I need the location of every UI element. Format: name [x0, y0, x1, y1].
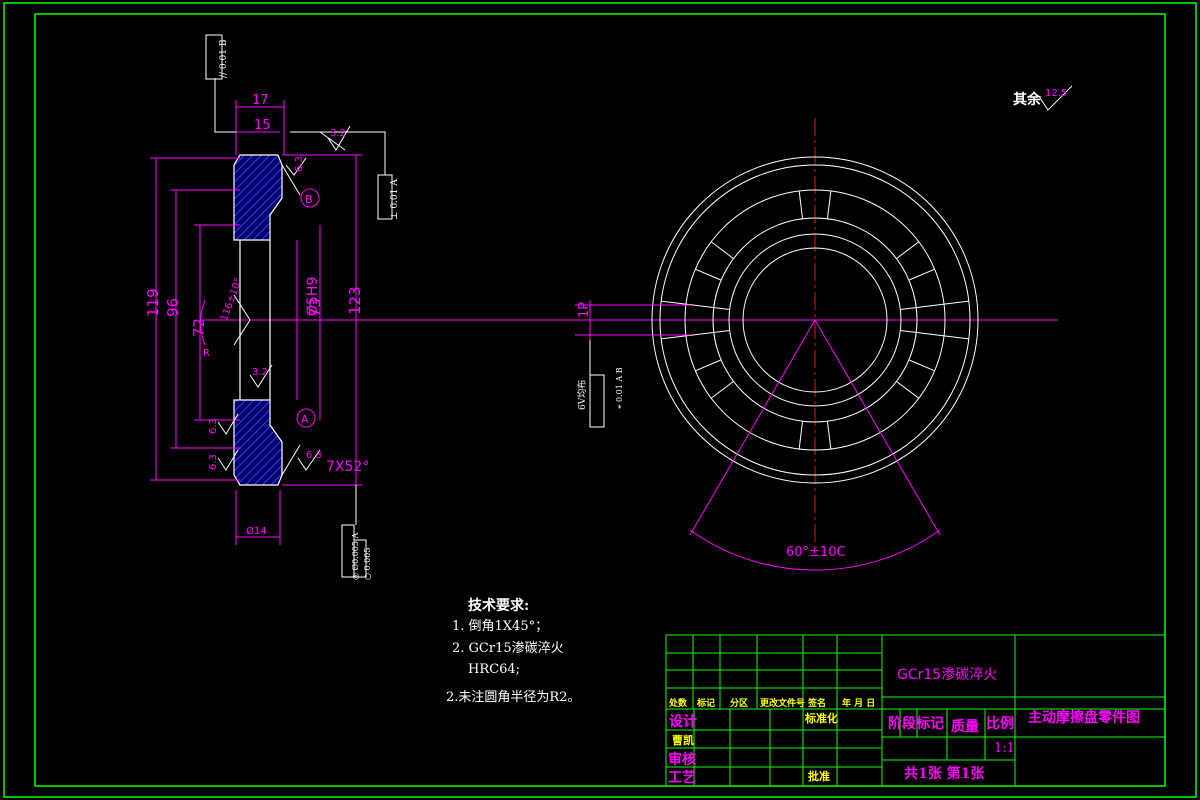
tol-top: // 0.01 B: [219, 39, 229, 78]
dim-119: 119: [144, 288, 162, 317]
hdr-biaoji: 标记: [696, 697, 715, 709]
rough-63a: 6.3: [294, 156, 305, 172]
rough-32: 3.2: [252, 367, 268, 378]
lbl-approve: 批准: [808, 769, 830, 783]
outer-circle: [651, 156, 979, 484]
lbl-designer: 曹凯: [672, 733, 694, 747]
title-block: GCr15渗碳淬火 主动摩擦盘零件图 处数 标记 分区 更改文件号 签名 年 月…: [665, 634, 1166, 787]
tech-line3: HRC64;: [468, 662, 520, 677]
angle-label: 60°±10C: [786, 545, 846, 560]
slot-line: [826, 190, 832, 219]
slot-line: [710, 241, 734, 260]
tech-line1: 1. 倒角1X45°；: [452, 619, 548, 634]
slot-line: [896, 241, 920, 260]
slot-line: [798, 190, 804, 219]
hdr-zone: 分区: [730, 697, 748, 709]
front-view: 1P ⌖ 0.01 A B 6V均布 60°±10C: [575, 118, 979, 571]
tol-bottom-2: ○ 0.005: [363, 548, 372, 580]
cone-notch: [233, 294, 251, 346]
hole-line: [661, 300, 730, 311]
slot-line: [798, 421, 804, 450]
front-tol-note: 6V均布: [576, 380, 588, 410]
hdr-date: 年 月 日: [842, 697, 875, 709]
tol-frame-right: [377, 174, 393, 220]
section-view: 17 15 119 96 72 Ø5H9 73 123 116±10° R 7X…: [144, 34, 1073, 580]
slot-outer: [684, 189, 946, 451]
slot-line: [896, 380, 920, 399]
tol-frame-bottom-2: [353, 539, 367, 578]
surface-note-label: 其余: [1013, 91, 1042, 108]
rough-63d: 6.3: [306, 450, 322, 461]
angle-arc: [200, 299, 206, 346]
tech-line2: 2. GCr15渗碳淬火: [452, 641, 564, 656]
dim-73: 73: [306, 298, 324, 317]
hdr-mark: 处数: [668, 697, 688, 709]
tol-frame-top: [205, 34, 223, 80]
hdr-doc: 更改文件号: [760, 697, 805, 709]
chamfer-note: 7X52°: [326, 459, 369, 475]
slot-line: [710, 380, 734, 399]
lbl-mass: 质量: [951, 718, 979, 735]
tech-title: 技术要求:: [468, 597, 529, 614]
rough-top: 3.2: [330, 128, 346, 139]
lbl-sheets: 共1张 第1张: [904, 765, 985, 782]
rough-63b: 6.3: [208, 418, 219, 434]
slot-line: [908, 268, 935, 281]
dim-r: R: [203, 348, 210, 359]
dim-72: 72: [190, 318, 208, 337]
datum-a: A: [301, 413, 309, 426]
slot-line: [695, 268, 722, 281]
hole-line: [900, 329, 969, 340]
lbl-design: 设计: [669, 713, 697, 730]
dim-bottom: Ø14: [246, 525, 267, 537]
datum-a-circle: [296, 408, 316, 428]
dim-96: 96: [164, 298, 182, 317]
tol-bottom-1: ◎ Ø0.005 A: [351, 532, 360, 580]
dim-bore: Ø5H9: [305, 277, 321, 316]
dim-123: 123: [346, 286, 364, 315]
dim-15: 15: [254, 118, 271, 133]
datum-b: B: [305, 193, 313, 206]
lbl-scale-value: 1:1: [994, 741, 1015, 756]
lbl-stage: 阶段标记: [888, 715, 944, 732]
dim-angle: 116±10°: [219, 277, 245, 323]
slot-line: [695, 359, 722, 372]
lbl-scale: 比例: [986, 715, 1014, 732]
ring-outer: [659, 164, 971, 476]
groove-bottom: [281, 444, 301, 476]
part-name: 主动摩擦盘零件图: [1028, 709, 1140, 726]
hole-line: [661, 329, 730, 340]
tol-right: ⊥ 0.01 A: [390, 179, 400, 220]
bore: [742, 247, 888, 393]
hole-line: [900, 300, 969, 311]
slot-line: [908, 359, 935, 372]
lbl-process: 工艺: [668, 769, 696, 786]
lbl-review: 审核: [668, 751, 696, 768]
hub-outer: [728, 233, 902, 407]
upper-section: [233, 154, 283, 241]
front-hole-dim: 1P: [577, 302, 592, 318]
groove-top: [281, 164, 301, 196]
material-text: GCr15渗碳淬火: [897, 667, 997, 683]
tech-requirements: 技术要求: 1. 倒角1X45°； 2. GCr15渗碳淬火 HRC64; 2.…: [446, 597, 580, 705]
surface-note-value: 12.5: [1045, 88, 1067, 99]
outer-border: [3, 2, 1197, 798]
hdr-sign: 签名: [807, 697, 826, 709]
dim-17: 17: [252, 93, 269, 108]
slot-line: [826, 421, 832, 450]
datum-b-circle: [300, 188, 320, 208]
front-tol: ⌖ 0.01 A B: [615, 367, 624, 409]
inner-border: [34, 13, 1166, 787]
tol-frame-front: [589, 374, 605, 428]
tech-line4: 2.未注圆角半径为R2。: [446, 690, 580, 705]
rough-63c: 6.3: [208, 454, 219, 470]
lower-section: [233, 399, 283, 486]
slot-inner: [712, 217, 918, 423]
lbl-std: 标准化: [804, 711, 838, 725]
